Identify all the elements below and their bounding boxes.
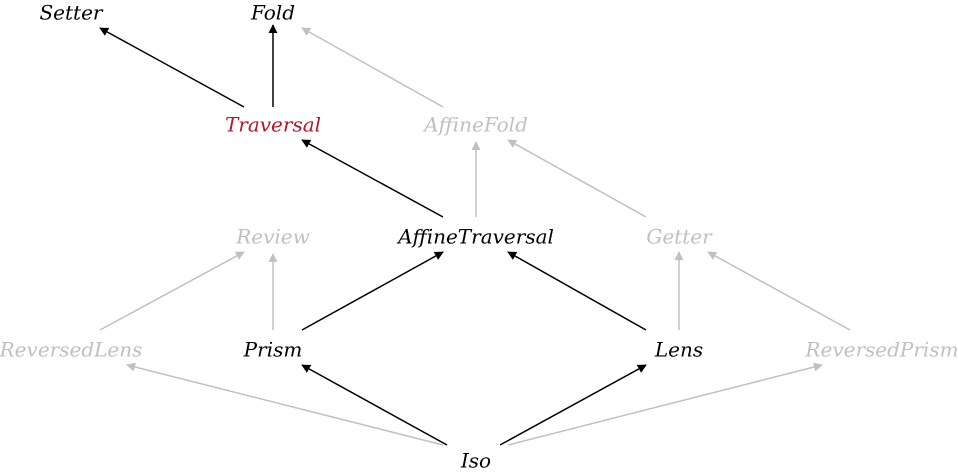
edge-reversedprism-to-getter — [707, 251, 851, 331]
node-lens: Lens — [654, 338, 703, 362]
edges-layer — [99, 24, 851, 446]
node-reversedlens: ReversedLens — [0, 338, 142, 362]
edge-lens-to-affinetraversal — [507, 251, 647, 331]
node-affinefold: AffineFold — [422, 113, 528, 137]
edge-prism-to-affinetraversal — [301, 251, 444, 331]
edge-iso-to-reversedprism — [507, 362, 823, 446]
edge-traversal-to-setter — [99, 27, 245, 108]
node-review: Review — [235, 225, 310, 249]
node-reversedprism: ReversedPrism — [804, 338, 958, 362]
node-traversal: Traversal — [225, 113, 321, 137]
node-fold: Fold — [250, 1, 295, 25]
node-prism: Prism — [243, 338, 303, 362]
edge-iso-to-prism — [301, 364, 448, 446]
node-getter: Getter — [646, 225, 713, 249]
node-iso: Iso — [460, 449, 491, 473]
edge-affinefold-to-fold — [301, 27, 444, 108]
edge-iso-to-reversedlens — [126, 362, 444, 446]
edge-iso-to-lens — [499, 364, 647, 446]
node-setter: Setter — [39, 1, 103, 25]
edge-getter-to-affinefold — [507, 139, 647, 218]
node-affinetraversal: AffineTraversal — [396, 225, 554, 249]
edge-reversedlens-to-review — [99, 251, 245, 331]
edge-affinetraversal-to-traversal — [301, 139, 444, 218]
